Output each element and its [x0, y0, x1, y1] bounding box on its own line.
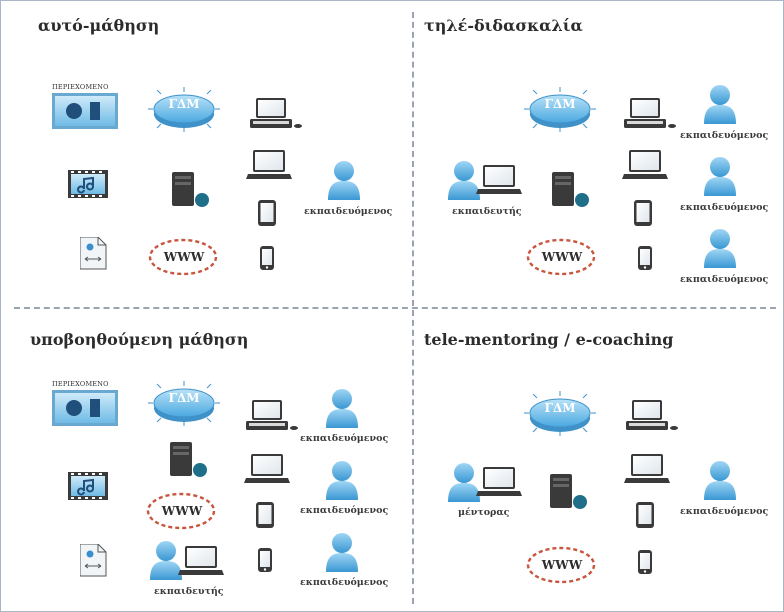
- lms-disk-icon: [524, 86, 596, 133]
- lms-label: ΓΔΜ: [544, 97, 576, 111]
- www-label: WWW: [161, 504, 203, 518]
- learner-icon: [326, 389, 358, 428]
- server-icon: [172, 172, 209, 207]
- horizontal-divider: [14, 307, 776, 309]
- learner-icon: [328, 161, 360, 200]
- mentor-caption: μέντορας: [458, 507, 510, 518]
- lms-disk-icon: [524, 390, 596, 437]
- phone-icon: [638, 246, 652, 270]
- desktop-computer-icon: [246, 400, 298, 430]
- learner-caption: εκπαιδευόμενος: [304, 206, 393, 217]
- content-label: ΠΕΡΙΕΧΟΜΕΝΟ: [52, 83, 109, 91]
- lms-disk-icon: [148, 86, 220, 133]
- learner-icon: [704, 85, 736, 124]
- laptop-icon: [244, 454, 290, 483]
- phone-icon: [638, 550, 652, 574]
- learner-icon: [326, 533, 358, 572]
- desktop-computer-icon: [624, 98, 676, 128]
- tablet-icon: [258, 200, 276, 226]
- content-label: ΠΕΡΙΕΧΟΜΕΝΟ: [52, 380, 109, 388]
- server-icon: [552, 172, 589, 207]
- learner-icon: [704, 461, 736, 500]
- learner-caption: εκπαιδευόμενος: [680, 274, 769, 285]
- lms-label: ΓΔΜ: [544, 401, 576, 415]
- instructor-caption: εκπαιδευτής: [452, 206, 522, 217]
- instructor-laptop-icon: [476, 165, 522, 194]
- learner-icon: [704, 157, 736, 196]
- quadrant-title-assisted-learning: υποβοηθούμενη μάθηση: [30, 330, 249, 349]
- lms-disk-icon: [148, 380, 220, 427]
- instructor-caption: εκπαιδευτής: [154, 586, 224, 597]
- laptop-icon: [246, 150, 292, 179]
- desktop-computer-icon: [250, 98, 302, 128]
- server-icon: [170, 442, 207, 477]
- learner-caption: εκπαιδευόμενος: [680, 202, 769, 213]
- instructor-laptop-icon: [178, 546, 224, 575]
- learner-caption: εκπαιδευόμενος: [300, 505, 389, 516]
- content-book-icon: [52, 93, 118, 129]
- learner-caption: εκπαιδευόμενος: [300, 433, 389, 444]
- quadrant-title-tele-mentoring: tele-mentoring / e-coaching: [424, 330, 674, 349]
- www-label: WWW: [541, 250, 583, 264]
- desktop-computer-icon: [626, 400, 678, 430]
- document-icon: [80, 237, 107, 270]
- learner-icon: [704, 229, 736, 268]
- lms-label: ΓΔΜ: [168, 97, 200, 111]
- quadrant-title-self-learning: αυτό-μάθηση: [38, 16, 160, 35]
- www-label: WWW: [163, 250, 205, 264]
- content-book-icon: [52, 390, 118, 426]
- phone-icon: [258, 548, 272, 572]
- learner-icon: [326, 461, 358, 500]
- tablet-icon: [634, 200, 652, 226]
- document-icon: [80, 544, 107, 577]
- laptop-icon: [624, 454, 670, 483]
- media-film-icon: [68, 472, 109, 501]
- mentor-laptop-icon: [476, 467, 522, 496]
- server-icon: [550, 474, 587, 509]
- phone-icon: [260, 246, 274, 270]
- media-film-icon: [68, 170, 109, 199]
- learner-caption: εκπαιδευόμενος: [680, 130, 769, 141]
- tablet-icon: [636, 502, 654, 528]
- lms-label: ΓΔΜ: [168, 391, 200, 405]
- tablet-icon: [256, 502, 274, 528]
- learner-caption: εκπαιδευόμενος: [680, 506, 769, 517]
- www-label: WWW: [541, 558, 583, 572]
- learner-caption: εκπαιδευόμενος: [300, 577, 389, 588]
- quadrant-title-tele-teaching: τηλέ-διδασκαλία: [424, 16, 583, 35]
- laptop-icon: [622, 150, 668, 179]
